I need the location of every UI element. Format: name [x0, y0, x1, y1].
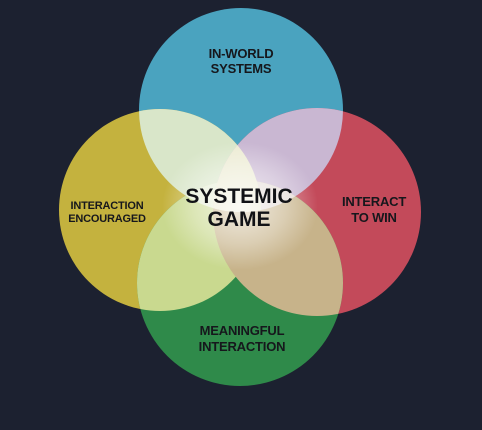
center-glow [162, 142, 318, 270]
label-right-line1: INTERACT [342, 194, 406, 209]
label-left-line2: ENCOURAGED [68, 213, 146, 225]
label-right-line2: TO WIN [351, 210, 397, 225]
label-center-line1: SYSTEMIC [185, 185, 292, 208]
label-bottom-line2: INTERACTION [199, 339, 286, 354]
label-bottom-line1: MEANINGFUL [200, 323, 285, 338]
label-top-line1: IN-WORLD [209, 46, 274, 61]
label-top-line2: SYSTEMS [211, 61, 272, 76]
label-left-line1: INTERACTION [71, 200, 144, 212]
label-center-line2: GAME [208, 208, 271, 231]
